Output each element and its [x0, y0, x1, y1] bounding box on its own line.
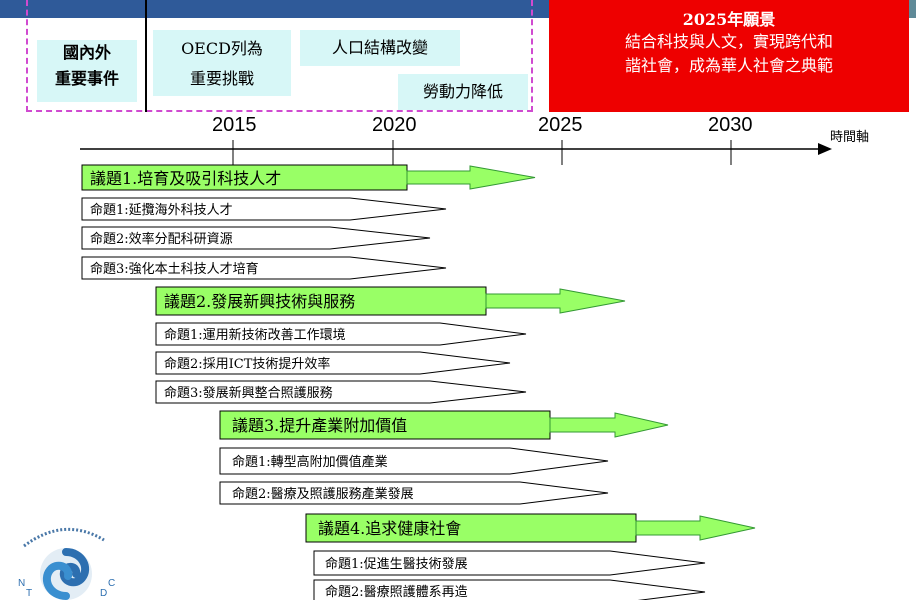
prop-label: 命題1:促進生醫技術發展	[325, 556, 468, 572]
events-dashed-frame	[26, 0, 533, 112]
year-2030: 2030	[708, 114, 753, 136]
logo-org-text-arc	[23, 527, 105, 548]
events-label-line2: 重要事件	[54, 69, 119, 88]
issue-3-prop-2: 命題2:醫療及照護服務產業發展	[219, 481, 609, 505]
prop-label: 命題1:轉型高附加價值產業	[232, 454, 388, 470]
logo-n: N	[18, 578, 25, 589]
prop-shape	[313, 579, 706, 600]
prop-shape	[219, 447, 609, 475]
issue-1-prop-3: 命題3:強化本土科技人才培育	[81, 256, 447, 280]
events-divider	[145, 0, 147, 112]
prop-label: 命題3:強化本土科技人才培育	[90, 261, 259, 277]
issue-4-title: 議題4.追求健康社會	[318, 519, 461, 538]
prop-label: 命題1:運用新技術改善工作環境	[164, 327, 346, 343]
issue-2-prop-1: 命題1:運用新技術改善工作環境	[155, 322, 527, 346]
issue-4-prop-1: 命題1:促進生醫技術發展	[313, 550, 706, 576]
event-oecd-line2: 重要挑戰	[189, 69, 254, 88]
issue-1-box	[81, 164, 408, 191]
prop-shape	[155, 322, 527, 346]
issue-3-box	[219, 410, 551, 440]
prop-label: 命題2:醫療照護體系再造	[325, 584, 468, 600]
events-label-line1: 國內外	[62, 43, 111, 62]
issue-1: 議題1.培育及吸引科技人才	[81, 164, 536, 191]
prop-shape	[81, 226, 431, 250]
issue-3-prop-1: 命題1:轉型高附加價值產業	[219, 447, 609, 475]
prop-shape	[81, 256, 447, 280]
prop-shape	[81, 197, 447, 221]
issue-4-arrow	[635, 515, 756, 541]
issue-2: 議題2.發展新興技術與服務	[155, 286, 626, 316]
issue-2-prop-2: 命題2:採用ICT技術提升效率	[155, 351, 511, 375]
logo-swirl	[59, 548, 90, 587]
prop-shape	[219, 481, 609, 505]
event-oecd-line1: OECD列為	[181, 39, 263, 58]
prop-shape	[155, 351, 511, 375]
issue-4-prop-2: 命題2:醫療照護體系再造	[313, 579, 706, 600]
year-2015: 2015	[212, 114, 257, 136]
year-2025: 2025	[538, 114, 583, 136]
prop-label: 命題2:效率分配科研資源	[90, 231, 233, 247]
logo-d: D	[100, 588, 107, 599]
ntu-idc-logo-icon: N T D C	[18, 527, 115, 600]
vision-box: 2025年願景 結合科技與人文，實現跨代和 諧社會，成為華人社會之典範	[549, 0, 909, 112]
logo-swirl-2	[42, 561, 73, 600]
issue-1-title: 議題1.培育及吸引科技人才	[90, 169, 281, 188]
issue-2-arrow	[485, 288, 626, 314]
events-label: 國內外 重要事件	[37, 40, 137, 102]
issue-3-title: 議題3.提升產業附加價值	[232, 416, 407, 435]
time-axis-arrow-icon	[818, 143, 832, 155]
vision-line2: 諧社會，成為華人社會之典範	[624, 56, 833, 75]
prop-label: 命題2:醫療及照護服務產業發展	[232, 486, 414, 502]
top-banner-dark	[0, 0, 700, 18]
issue-4-box	[305, 513, 637, 543]
event-population: 人口結構改變	[300, 30, 460, 66]
issue-1-arrow	[406, 165, 536, 190]
prop-label: 命題3:發展新興整合照護服務	[164, 385, 333, 401]
issue-2-title: 議題2.發展新興技術與服務	[164, 292, 355, 311]
issue-2-prop-3: 命題3:發展新興整合照護服務	[155, 380, 527, 404]
issue-1-prop-1: 命題1:延攬海外科技人才	[81, 197, 447, 221]
issue-1-prop-2: 命題2:效率分配科研資源	[81, 226, 431, 250]
prop-label: 命題1:延攬海外科技人才	[90, 202, 233, 218]
event-labor: 勞動力降低	[398, 74, 528, 110]
logo-t: T	[26, 588, 32, 599]
event-oecd: OECD列為 重要挑戰	[153, 30, 291, 96]
logo-c: C	[108, 578, 115, 589]
issue-3: 議題3.提升產業附加價值	[219, 410, 669, 440]
prop-shape	[313, 550, 706, 576]
prop-label: 命題2:採用ICT技術提升效率	[164, 356, 330, 372]
vision-line1: 結合科技與人文，實現跨代和	[624, 32, 833, 51]
prop-shape	[155, 380, 527, 404]
time-axis-label: 時間軸	[830, 130, 870, 145]
issue-4: 議題4.追求健康社會	[305, 513, 756, 543]
vision-title: 2025年願景	[682, 10, 776, 29]
issue-3-arrow	[549, 412, 669, 438]
year-2020: 2020	[372, 114, 417, 136]
